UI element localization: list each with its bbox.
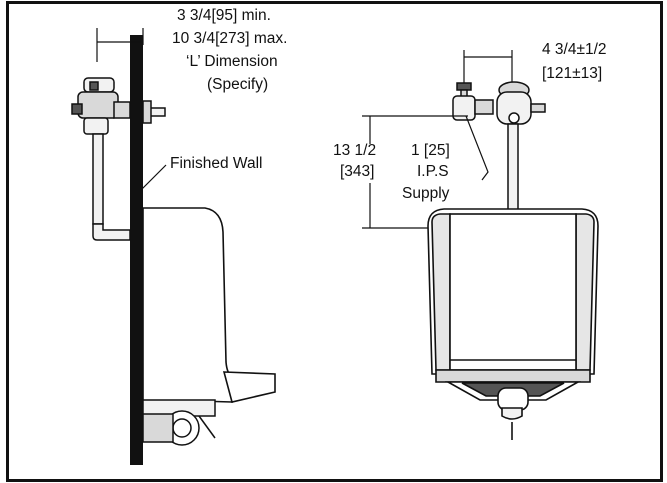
front-view xyxy=(362,50,599,440)
offset-dimension-line1: 4 3/4±1/2 xyxy=(542,41,607,58)
urinal-lip-side xyxy=(222,371,276,403)
l-dimension-min-label: 3 3/4[95] min. xyxy=(177,7,271,24)
offset-dimension-line xyxy=(463,50,513,85)
flush-valve-front xyxy=(452,81,546,125)
urinal-trap-side xyxy=(142,399,216,446)
height-dimension-line1: 13 1/2 xyxy=(333,142,376,159)
urinal-body-side xyxy=(142,207,233,403)
finished-wall xyxy=(130,35,143,465)
side-view xyxy=(71,28,276,465)
diagram-frame xyxy=(6,1,663,482)
supply-label-line2: I.P.S xyxy=(417,163,449,180)
l-dimension-line xyxy=(96,28,144,62)
supply-label-line1: 1 [25] xyxy=(411,142,450,159)
supply-label-line3: Supply xyxy=(402,185,450,202)
flush-pipe-side xyxy=(92,133,131,241)
height-dimension-line2: [343] xyxy=(340,163,374,180)
finished-wall-label: Finished Wall xyxy=(170,155,262,172)
finished-wall-leader xyxy=(140,164,167,191)
l-dimension-max-label: 10 3/4[273] max. xyxy=(172,30,287,47)
offset-dimension-line2: [121±13] xyxy=(542,65,602,82)
flush-valve-side xyxy=(71,77,166,135)
supply-leader xyxy=(465,115,489,181)
l-dimension-name-label: ‘L’ Dimension xyxy=(186,53,278,70)
l-dimension-specify-label: (Specify) xyxy=(207,76,268,93)
urinal-body-front xyxy=(427,208,599,440)
